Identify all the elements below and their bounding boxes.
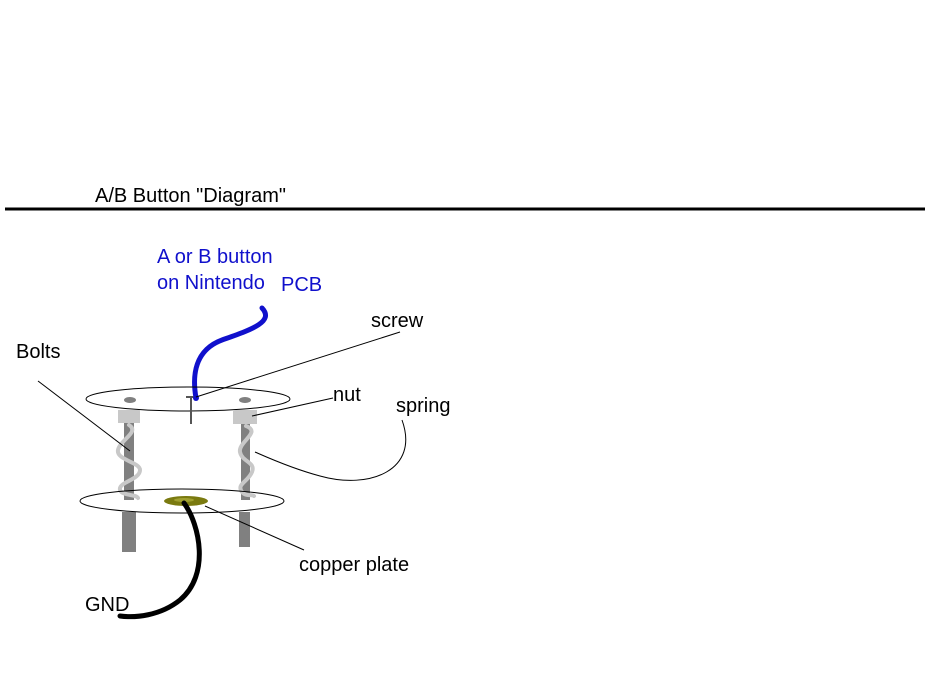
pcb-label-line1: A or B button [157, 246, 273, 268]
pcb-label-line2b: PCB [281, 274, 323, 296]
left-bolt-lower [122, 512, 136, 552]
nut-leader [251, 397, 334, 417]
bolts-leader [37, 380, 131, 452]
left-nut [118, 410, 140, 423]
spring-label: spring [396, 395, 451, 417]
bolts-label: Bolts [16, 341, 61, 363]
right-bolt-lower [239, 512, 250, 547]
bottom-plate [79, 488, 285, 514]
copper-plate-leader [204, 505, 305, 551]
signal-wire [192, 305, 268, 401]
spring-leader [254, 419, 407, 481]
gnd-label: GND [85, 594, 130, 616]
ground-wire [117, 500, 202, 620]
copper-plate-highlight [174, 498, 194, 502]
right-bolt-cap [239, 397, 251, 403]
pcb-label-line2a: on Nintendo [157, 272, 265, 294]
right-spring [238, 424, 256, 498]
left-spring [116, 423, 143, 500]
copper-plate-label: copper plate [299, 554, 410, 576]
diagram-title: A/B Button "Diagram" [95, 185, 286, 207]
right-nut [233, 410, 257, 424]
screw-label: screw [371, 310, 424, 332]
left-bolt-cap [124, 397, 136, 403]
nut-label: nut [333, 384, 361, 406]
top-plate [85, 386, 291, 412]
screw-leader [195, 331, 401, 398]
